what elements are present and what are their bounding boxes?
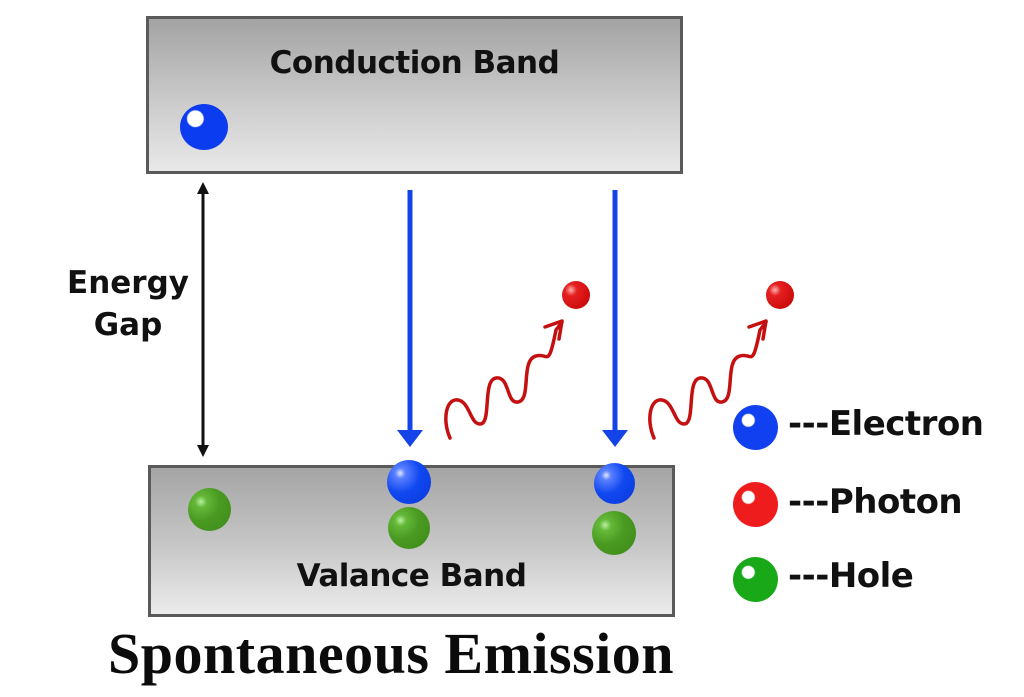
energy-gap-label-line1: Energy — [67, 265, 189, 301]
conduction-band: Conduction Band — [146, 16, 683, 174]
electron-ball-icon — [387, 460, 431, 504]
hole-ball-icon — [188, 488, 231, 531]
transition-arrow-down-icon — [397, 190, 423, 447]
legend-label-hole: ---Hole — [788, 556, 914, 596]
electron-ball-icon — [594, 463, 635, 504]
energy-gap-label-line2: Gap — [93, 307, 163, 343]
photon-ball-icon — [766, 281, 794, 309]
electron-ball-icon — [733, 405, 778, 450]
energy-gap-arrow-icon — [197, 182, 209, 457]
photon-wave-arrow-icon — [648, 319, 768, 440]
photon-ball-icon — [562, 281, 590, 309]
hole-ball-icon — [733, 557, 778, 602]
energy-gap-label: Energy Gap — [58, 262, 198, 346]
diagram-title: Spontaneous Emission — [108, 621, 675, 686]
photon-ball-icon — [733, 482, 778, 527]
photon-wave-arrow-icon — [444, 319, 564, 440]
conduction-band-label: Conduction Band — [269, 45, 560, 81]
legend-label-photon: ---Photon — [788, 482, 963, 522]
hole-ball-icon — [388, 507, 430, 549]
hole-ball-icon — [592, 511, 636, 555]
electron-ball-icon — [180, 104, 228, 150]
legend-label-electron: ---Electron — [788, 404, 984, 444]
valence-band-label: Valance Band — [296, 558, 527, 594]
transition-arrow-down-icon — [602, 190, 628, 447]
